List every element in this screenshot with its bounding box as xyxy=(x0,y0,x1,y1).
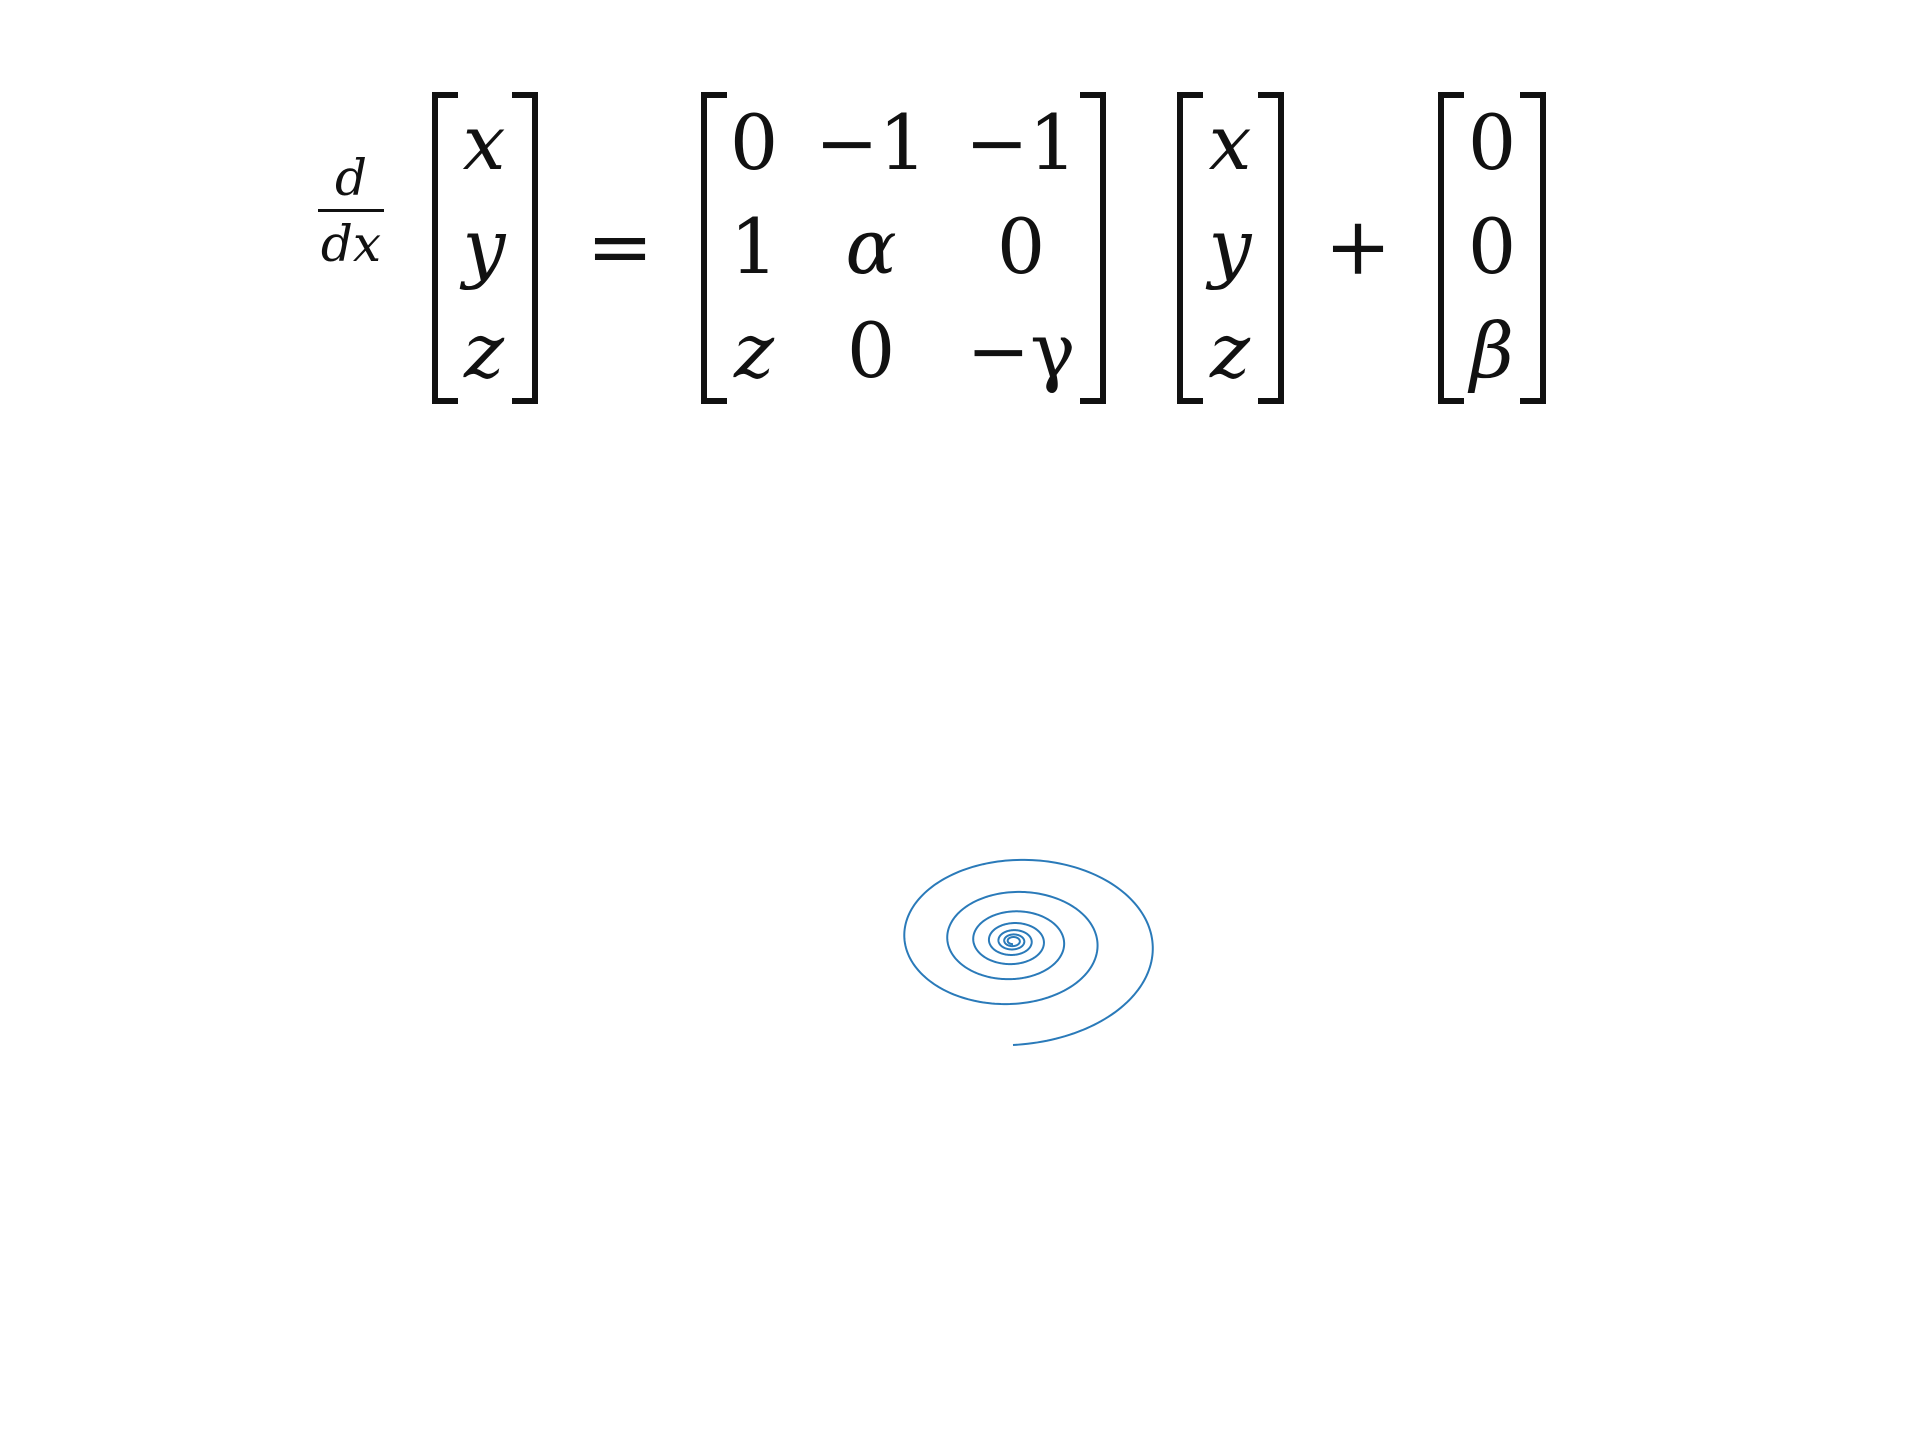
spiral-trajectory xyxy=(903,858,1154,1046)
matrix-cell-3-3: −γ xyxy=(966,306,1076,395)
constant-vector-right-bracket xyxy=(1520,92,1546,404)
derivative-denominator: dx xyxy=(320,214,382,273)
state-vector-2-y: y xyxy=(1208,202,1252,291)
state-vector-2-left-bracket xyxy=(1177,92,1203,404)
state-vector-right-bracket xyxy=(512,92,538,404)
matrix-cell-1-2: −1 xyxy=(814,98,928,187)
matrix-cell-2-1: 1 xyxy=(729,202,779,291)
constant-vector-beta: β xyxy=(1470,306,1514,395)
equation: d dx x y z = 0 −1 −1 1 α 0 z 0 −γ x y z … xyxy=(0,40,1920,404)
constant-vector-0b: 0 xyxy=(1467,202,1517,291)
state-vector-2-right-bracket xyxy=(1258,92,1284,404)
matrix-cell-3-1: z xyxy=(733,306,775,395)
matrix-cell-1-3: −1 xyxy=(964,98,1078,187)
matrix-cell-2-2: α xyxy=(845,202,897,291)
state-vector-x: x xyxy=(462,98,506,187)
matrix-cell-1-1: 0 xyxy=(729,98,779,187)
derivative-operator: d dx xyxy=(318,152,384,270)
constant-vector-0a: 0 xyxy=(1467,98,1517,187)
matrix-right-bracket xyxy=(1080,92,1106,404)
plus-sign: + xyxy=(1324,200,1392,293)
state-vector-left-bracket xyxy=(432,92,458,404)
equals-sign: = xyxy=(586,200,654,293)
matrix-cell-3-2: 0 xyxy=(846,306,896,395)
state-vector-2-x: x xyxy=(1208,98,1252,187)
derivative-numerator: d xyxy=(334,149,367,207)
matrix-left-bracket xyxy=(701,92,727,404)
state-vector-2-z: z xyxy=(1209,306,1251,395)
state-vector-z: z xyxy=(463,306,505,395)
matrix-cell-2-3: 0 xyxy=(996,202,1046,291)
fraction-bar xyxy=(318,208,384,212)
constant-vector-left-bracket xyxy=(1438,92,1464,404)
state-vector-y: y xyxy=(462,202,506,291)
